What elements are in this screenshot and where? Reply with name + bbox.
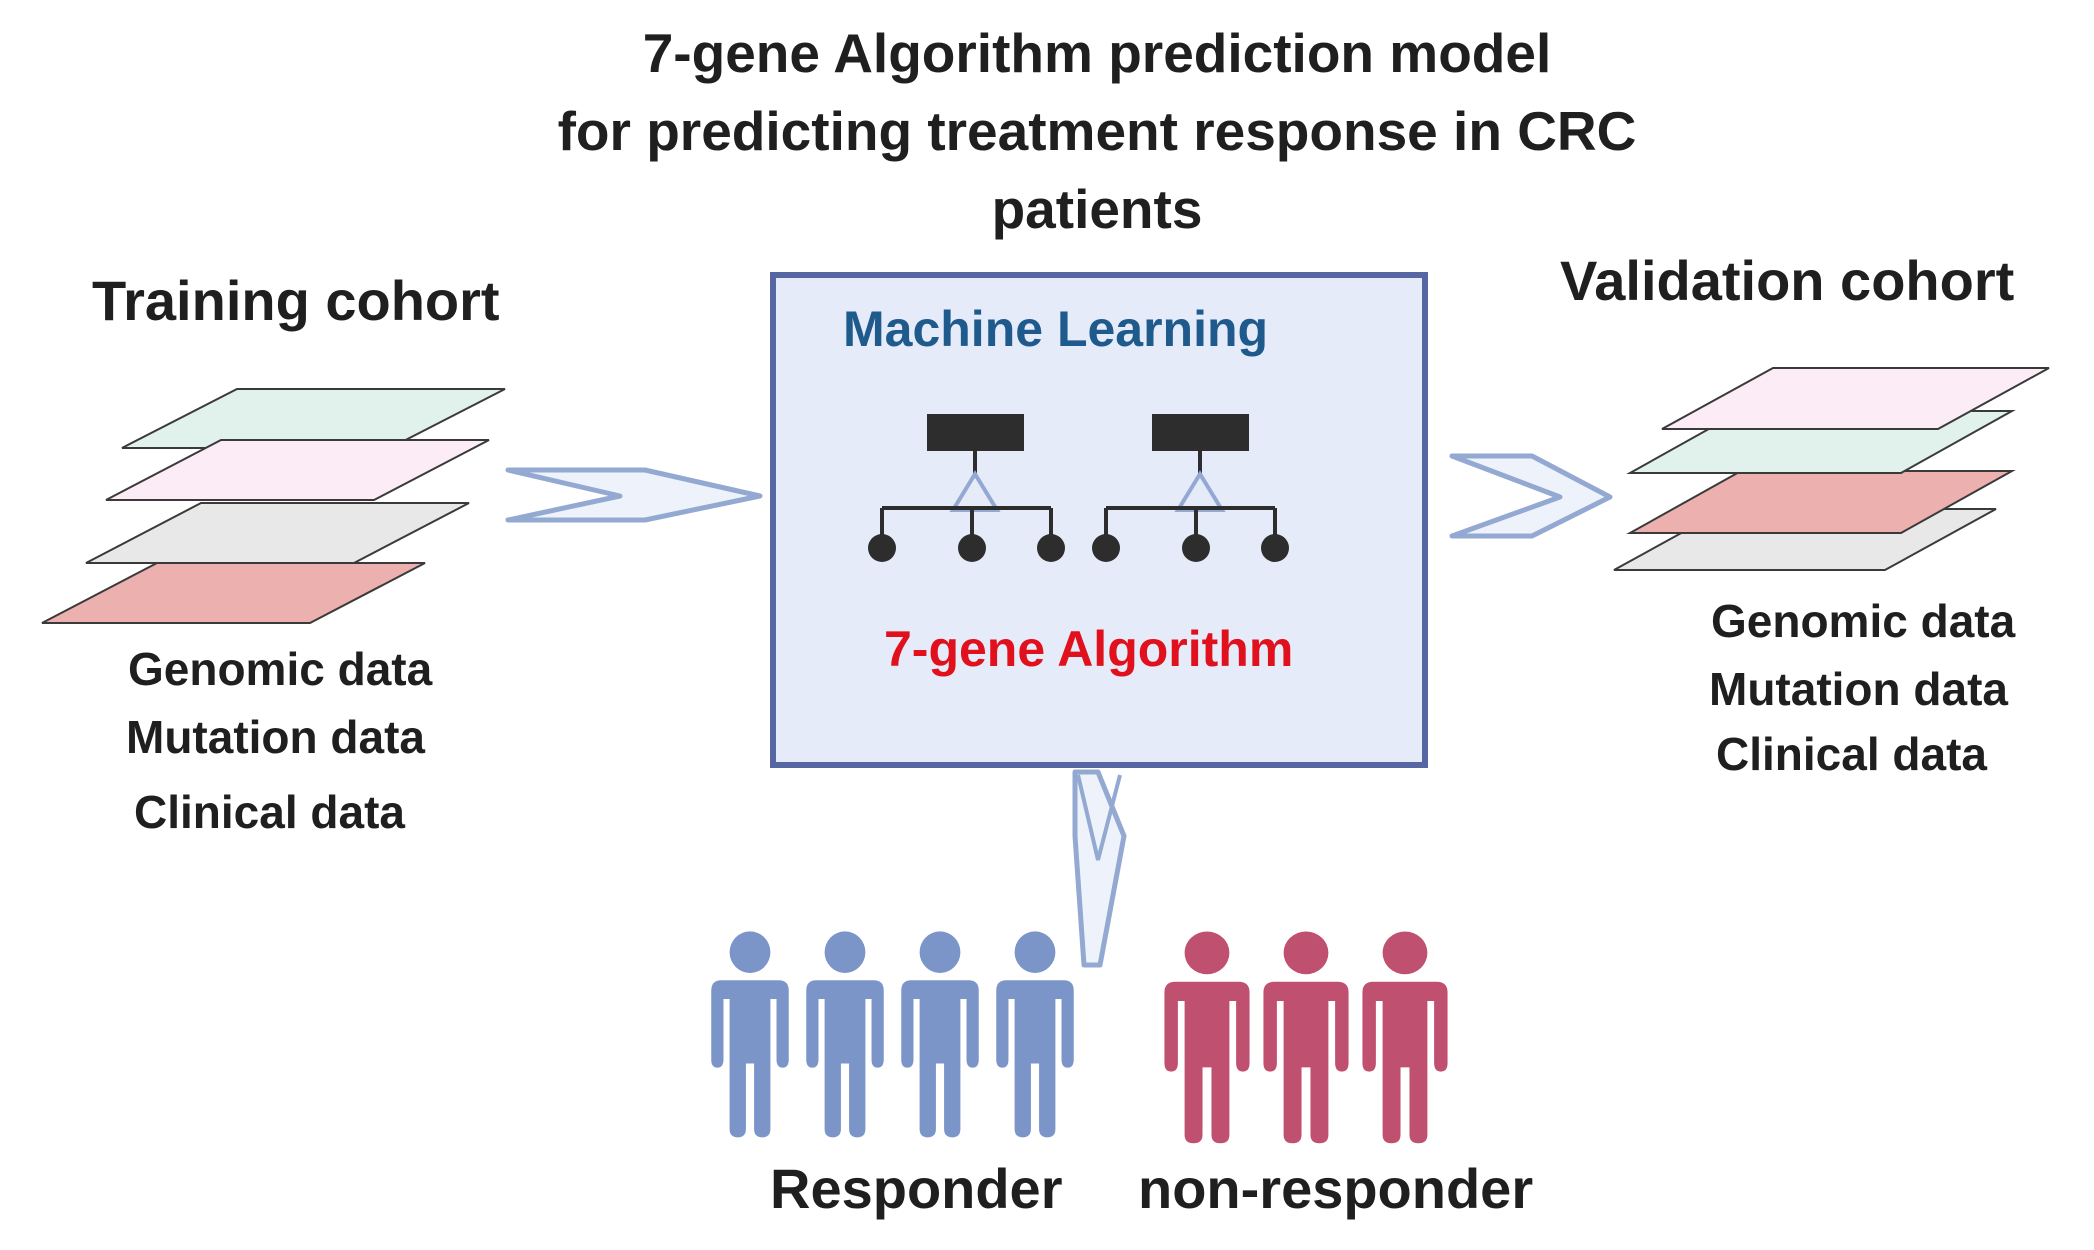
person-icon — [901, 931, 979, 1138]
person-icon — [806, 931, 884, 1138]
validation-genomic-label: Genomic data — [1711, 595, 2016, 647]
validation-clinical-label: Clinical data — [1716, 728, 1987, 780]
person-icon — [1164, 931, 1250, 1144]
training-layer-4 — [41, 562, 426, 624]
responder-group — [711, 931, 1074, 1138]
validation-layer-1 — [1661, 367, 2050, 430]
training-to-model-arrow-icon — [505, 467, 763, 523]
title-line-3: patients — [991, 178, 1203, 240]
machine-learning-title: Machine Learning — [843, 301, 1269, 357]
diagram-title: 7-gene Algorithm prediction model for pr… — [447, 14, 1747, 248]
algorithm-label: 7-gene Algorithm — [884, 621, 1294, 677]
training-layer-3 — [85, 502, 470, 564]
training-layer-2 — [105, 439, 490, 501]
responder-label: Responder — [770, 1157, 1063, 1220]
decision-tree-icon — [1092, 414, 1289, 562]
decision-tree-icon — [868, 414, 1065, 562]
non-responder-label: non-responder — [1138, 1157, 1534, 1220]
machine-learning-box — [770, 272, 1428, 768]
title-line-1: 7-gene Algorithm prediction model — [642, 22, 1552, 84]
non-responder-group — [1164, 931, 1448, 1144]
validation-layers-icon — [1613, 367, 2050, 571]
title-line-2: for predicting treatment response in CRC — [557, 100, 1637, 162]
training-genomic-label: Genomic data — [128, 643, 433, 695]
person-icon — [711, 931, 789, 1138]
training-mutation-label: Mutation data — [126, 711, 425, 763]
model-to-validation-arrow-icon — [1449, 453, 1613, 539]
person-icon — [1362, 931, 1448, 1144]
outcome-arrow-inner-line — [1076, 774, 1122, 861]
validation-layer-3 — [1626, 470, 2016, 534]
validation-cohort-title: Validation cohort — [1560, 249, 2015, 312]
validation-mutation-label: Mutation data — [1709, 663, 2008, 715]
person-icon — [1263, 931, 1349, 1144]
training-cohort-title: Training cohort — [92, 269, 500, 332]
training-clinical-label: Clinical data — [134, 786, 405, 838]
training-layers-icon — [41, 388, 506, 624]
person-icon — [996, 931, 1074, 1138]
